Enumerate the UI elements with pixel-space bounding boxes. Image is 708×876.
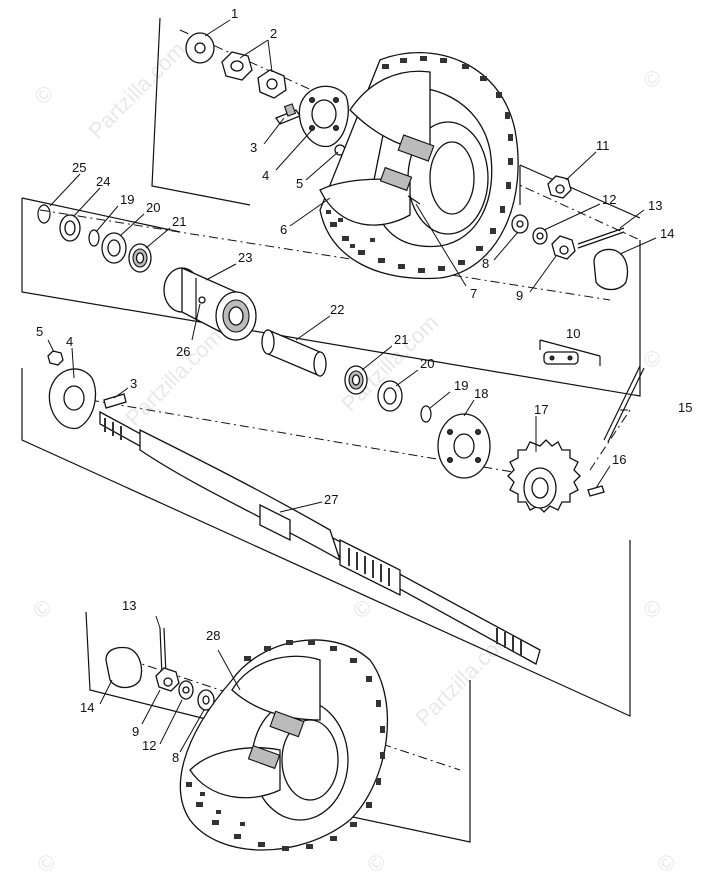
part-28-tire-wheel [179, 639, 388, 851]
callout-3: 3 [250, 140, 257, 155]
callout-8-lower: 8 [172, 750, 179, 765]
part-13-cotter-pin [577, 227, 625, 249]
callout-20-lower: 20 [420, 356, 434, 371]
part-4-hub-left [48, 368, 97, 430]
callout-25: 25 [72, 160, 86, 175]
part-20-seal [101, 232, 127, 264]
watermark-copyright: © [362, 849, 391, 876]
part-5-nut-left [47, 350, 64, 366]
watermark-copyright: © [652, 849, 681, 876]
callout-3-lower: 3 [130, 376, 137, 391]
part-1-washer [185, 32, 215, 64]
callout-8: 8 [482, 256, 489, 271]
callout-11: 11 [596, 138, 610, 153]
callout-14: 14 [660, 226, 674, 241]
part-14-cap [593, 248, 629, 291]
callout-27: 27 [324, 492, 338, 507]
part-11-nut [547, 175, 572, 199]
part-4-hub [298, 85, 349, 148]
callout-28: 28 [206, 628, 220, 643]
callout-7: 7 [470, 286, 477, 301]
watermark-copyright: © [28, 594, 57, 623]
callout-19: 19 [120, 192, 134, 207]
callout-19-lower: 19 [454, 378, 468, 393]
callout-12: 12 [602, 192, 616, 207]
callout-10: 10 [566, 326, 580, 341]
callout-18: 18 [474, 386, 488, 401]
part-12-washer-lower [178, 680, 194, 700]
watermark-copyright: © [32, 849, 61, 876]
part-14-cap-lower [105, 646, 143, 689]
callout-12-lower: 12 [142, 738, 156, 753]
callout-21: 21 [172, 214, 186, 229]
part-18-sprocket-hub [437, 413, 491, 479]
callout-1: 1 [231, 6, 238, 21]
part-17-sprocket [507, 439, 581, 513]
group-frames [21, 17, 641, 843]
callout-13-lower: 13 [122, 598, 136, 613]
part-19-o-ring-right [420, 405, 432, 423]
watermark-copyright: © [638, 64, 667, 93]
callout-16: 16 [612, 452, 626, 467]
callout-6: 6 [280, 222, 287, 237]
leader-lines [47, 19, 657, 753]
part-20-seal-right [377, 380, 403, 412]
callout-21-lower: 21 [394, 332, 408, 347]
callout-24: 24 [96, 174, 110, 189]
part-25-snap-ring [37, 204, 51, 224]
part-15-drive-chain [603, 365, 645, 443]
callout-22: 22 [330, 302, 344, 317]
part-6-tire-wheel [319, 52, 519, 280]
part-23-bearing-carrier [163, 266, 257, 342]
callout-4: 4 [262, 168, 269, 183]
part-12-washer [532, 227, 548, 245]
callout-4-lower: 4 [66, 334, 73, 349]
part-26-grease-fitting [198, 296, 206, 304]
part-8-washer-lower [197, 689, 215, 711]
callout-17: 17 [534, 402, 548, 417]
callout-14-lower: 14 [80, 700, 94, 715]
callout-5: 5 [296, 176, 303, 191]
part-2-castle-nut [221, 51, 287, 99]
callout-9-lower: 9 [132, 724, 139, 739]
watermark-copyright: © [638, 344, 667, 373]
callout-26: 26 [176, 344, 190, 359]
callout-20: 20 [146, 200, 160, 215]
part-22-spacer-tube [261, 329, 327, 377]
watermark-text: Partzilla.com [83, 37, 190, 144]
callout-13: 13 [648, 198, 662, 213]
callout-2: 2 [270, 26, 277, 41]
part-7-valve-stem [407, 195, 421, 205]
callout-labels: 1 2 3 4 5 6 7 8 9 10 11 12 13 14 15 16 1… [36, 6, 692, 765]
watermark-copyright: © [638, 594, 667, 623]
callout-9: 9 [516, 288, 523, 303]
callout-15: 15 [678, 400, 692, 415]
part-21-bearing [128, 243, 152, 273]
callout-23: 23 [238, 250, 252, 265]
part-24-seal [59, 214, 81, 242]
watermark-copyright: © [29, 80, 58, 109]
part-19-o-ring [88, 229, 100, 247]
part-9-castle-nut [551, 235, 576, 260]
part-3-bolt [275, 103, 301, 125]
part-10-chain-link [539, 339, 601, 366]
part-16-bolt [587, 485, 605, 497]
part-21-bearing-right [344, 365, 368, 395]
part-27-rear-axle [99, 410, 541, 665]
part-8-washer [511, 214, 529, 234]
callout-5-lower: 5 [36, 324, 43, 339]
part-9-castle-nut-lower [155, 667, 180, 692]
